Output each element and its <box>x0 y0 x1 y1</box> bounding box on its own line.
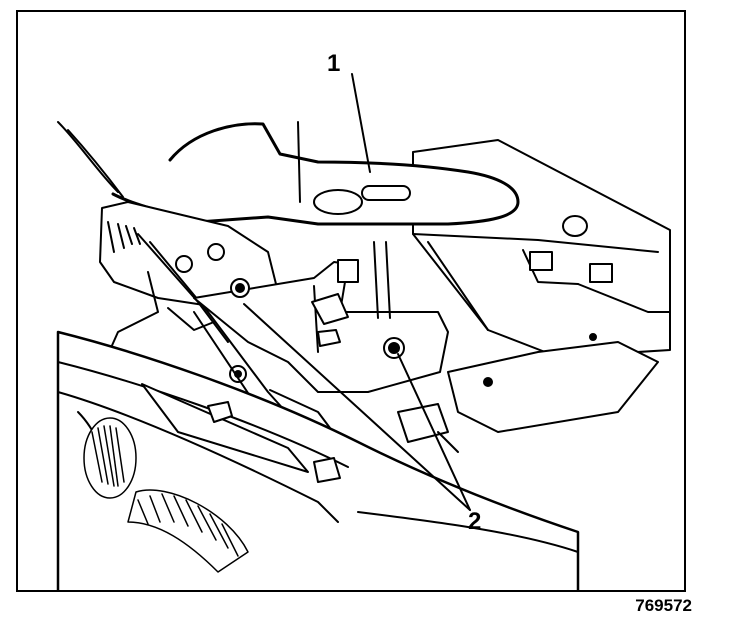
leader-lines <box>243 73 471 511</box>
callout-1: 1 <box>327 50 341 77</box>
leader-line-1 <box>351 73 371 173</box>
callout-2: 2 <box>468 508 482 535</box>
leader-line-2b <box>397 353 471 511</box>
figure-number: 769572 <box>635 596 692 615</box>
lower-bracket <box>397 341 659 453</box>
leader-line-2a <box>243 303 471 511</box>
illustration-frame: 1 2 <box>16 10 686 592</box>
grille-vents <box>83 417 249 573</box>
latch-support <box>193 241 449 453</box>
engine-compartment-illustration <box>56 73 671 590</box>
